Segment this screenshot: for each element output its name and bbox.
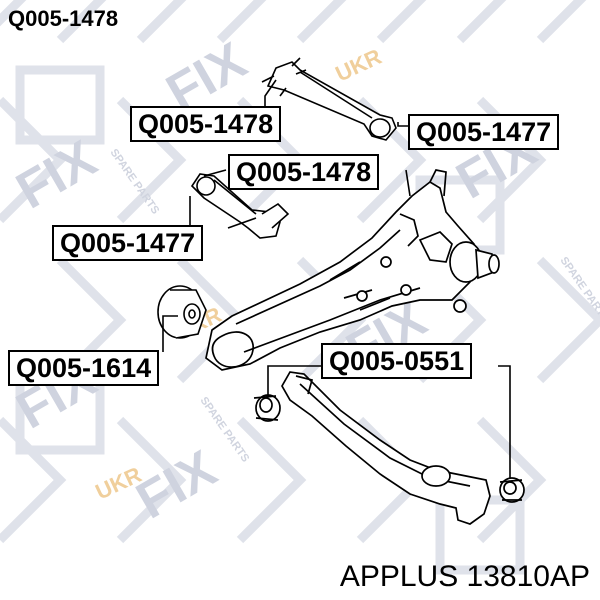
trailing-arm xyxy=(205,169,500,371)
part-label-trailing-arm-bushing: Q005-1614 xyxy=(8,350,160,386)
upper-lateral-link-middle xyxy=(190,173,290,239)
leader-upper-link-middle-b xyxy=(405,169,411,197)
part-number-footer: APPLUS 13810AP xyxy=(339,560,590,593)
leader-bushing-left-middle-b xyxy=(227,217,257,229)
trailing-arm-bushing-part xyxy=(157,285,207,339)
part-label-bushing-left-middle: Q005-1477 xyxy=(52,225,204,261)
part-label-upper-link-middle: Q005-1478 xyxy=(228,154,380,190)
leader-upper-link-top xyxy=(264,79,277,108)
leader-lower-arm-bushing-a xyxy=(267,365,323,396)
upper-lateral-link-top xyxy=(261,57,397,141)
leader-trailing-arm-bushing xyxy=(162,315,178,352)
lower-control-arm xyxy=(253,371,525,525)
leader-bushing-right-top xyxy=(397,122,410,127)
part-label-bushing-right-top: Q005-1477 xyxy=(408,114,560,150)
part-label-upper-link-top: Q005-1478 xyxy=(130,106,282,142)
leader-upper-link-middle-a xyxy=(203,169,227,177)
page-title: Q005-1478 xyxy=(8,6,119,31)
part-label-lower-arm-bushing: Q005-0551 xyxy=(321,343,473,379)
leader-lines xyxy=(162,79,511,478)
watermark-region-1: UKR xyxy=(332,44,386,87)
leader-lower-arm-bushing-b xyxy=(498,365,511,478)
watermark-tagline-3: SPARE PARTS xyxy=(198,395,252,465)
